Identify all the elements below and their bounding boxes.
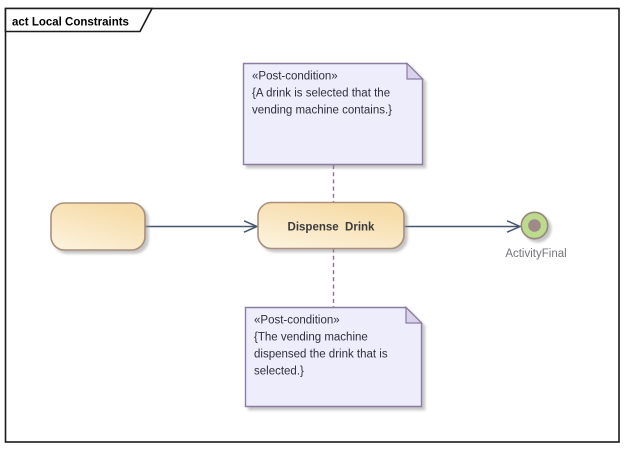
activity-final-inner-dot-icon [528,219,541,232]
action-node-dispense-drink[interactable] [257,201,405,250]
open-arrowhead-icon [243,220,259,233]
note-bottom-postcondition[interactable]: «Post-condition» {The vending machine di… [244,306,423,408]
note-body[interactable] [244,306,423,408]
diagram-frame-tab[interactable] [4,7,154,33]
note-line: {The vending machine [254,332,368,344]
note-line: selected.} [254,366,304,378]
note-top-postcondition[interactable]: «Post-condition» {A drink is selected th… [242,62,424,166]
action-node-unnamed[interactable] [50,202,146,251]
note-stereotype: «Post-condition» [254,315,340,327]
diagram-title: act Local Constraints [12,17,129,29]
note-line: {A drink is selected that the [252,88,390,100]
activity-final-label: ActivityFinal [505,248,566,260]
note-fold-corner-icon [406,62,424,80]
action-label: Dispense Drink [288,222,376,234]
note-fold-corner-icon [405,306,423,324]
note-line: dispensed the drink that is [254,349,388,361]
note-body[interactable] [242,62,424,166]
note-stereotype: «Post-condition» [252,71,338,83]
note-line: vending machine contains.} [252,105,392,117]
open-arrowhead-icon [506,220,522,233]
